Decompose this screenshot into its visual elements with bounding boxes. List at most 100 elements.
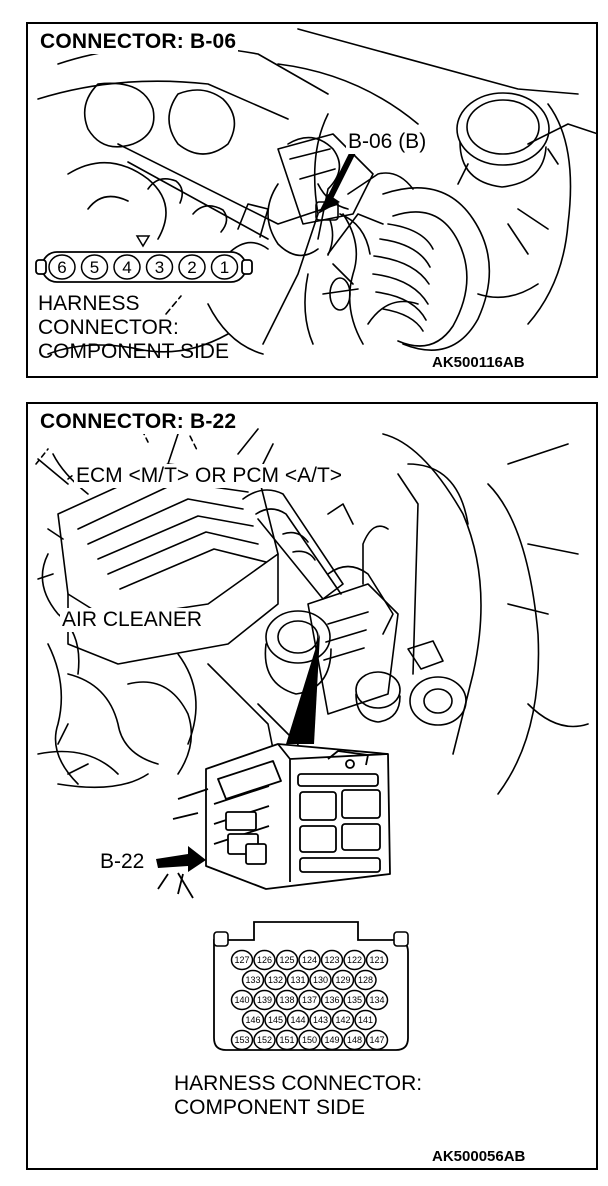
b06-pin: 3 xyxy=(145,254,174,280)
b22-pin: 151 xyxy=(275,1029,299,1051)
b22-pin: 121 xyxy=(365,949,389,971)
pin-number: 1 xyxy=(220,258,229,277)
pin-number: 2 xyxy=(187,258,196,277)
b22-pin: 140 xyxy=(230,989,254,1011)
b22-pin: 128 xyxy=(354,969,377,991)
b22-pin: 134 xyxy=(365,989,389,1011)
b22-pin: 133 xyxy=(241,969,265,991)
pin-number: 151 xyxy=(279,1035,294,1045)
b06-pin: 1 xyxy=(210,254,239,280)
b22-pin: 153 xyxy=(230,1029,254,1051)
panel-title: CONNECTOR: B-06 xyxy=(38,30,239,54)
b06-pin: 6 xyxy=(48,254,76,280)
b22-pin: 123 xyxy=(320,949,344,971)
b22-pin: 137 xyxy=(298,989,321,1011)
b22-pin: 141 xyxy=(354,1009,377,1031)
pin-number: 144 xyxy=(290,1015,305,1025)
b22-pin: 146 xyxy=(241,1009,265,1031)
ecm-unit-drawing xyxy=(156,743,391,899)
b22-pin: 148 xyxy=(343,1029,366,1051)
b22-pin: 127 xyxy=(230,949,254,971)
panel-title: CONNECTOR: B-22 xyxy=(38,410,239,434)
figure-code: AK500116AB xyxy=(432,354,525,371)
ecm-pcm-label: ECM <M/T> OR PCM <A/T> xyxy=(74,464,345,488)
pin-number: 5 xyxy=(90,258,99,277)
pin-number: 122 xyxy=(347,955,362,965)
b06-pin: 2 xyxy=(178,254,206,280)
b22-pin: 132 xyxy=(264,969,287,991)
b22-pin: 129 xyxy=(331,969,355,991)
harness-note-line-2: CONNECTOR: xyxy=(38,316,179,339)
pin-number: 135 xyxy=(347,995,362,1005)
pin-number: 139 xyxy=(257,995,272,1005)
pin-number: 132 xyxy=(268,975,283,985)
b22-pin: 150 xyxy=(298,1029,321,1051)
b22-pin: 131 xyxy=(286,969,310,991)
callout-arrow xyxy=(318,150,356,214)
b06-connector-pin-diagram: 6 5 4 3 2 1 xyxy=(35,235,253,283)
connector-callout-label: B-22 xyxy=(100,850,145,873)
b22-pin: 138 xyxy=(275,989,299,1011)
pin-number: 124 xyxy=(302,955,317,965)
harness-note-line-2: COMPONENT SIDE xyxy=(174,1096,365,1119)
b22-pin: 142 xyxy=(331,1009,355,1031)
pin-number: 127 xyxy=(234,955,249,965)
harness-note-line-1: HARNESS xyxy=(38,292,140,315)
pin-number: 129 xyxy=(335,975,350,985)
pin-number: 148 xyxy=(347,1035,362,1045)
pin-number: 150 xyxy=(302,1035,317,1045)
pointer-arrow xyxy=(286,634,320,744)
pin-number: 6 xyxy=(57,258,66,277)
pin-number: 134 xyxy=(369,995,384,1005)
b22-pin: 143 xyxy=(309,1009,332,1031)
pin-number: 126 xyxy=(257,955,272,965)
pin-number: 130 xyxy=(313,975,328,985)
air-cleaner-label: AIR CLEANER xyxy=(60,608,205,632)
b06-pin: 5 xyxy=(80,254,109,280)
pin-number: 3 xyxy=(155,258,164,277)
b22-pin: 136 xyxy=(320,989,344,1011)
connector-callout-label: B-06 (B) xyxy=(346,130,429,154)
pin-number: 123 xyxy=(324,955,339,965)
b22-pin: 147 xyxy=(365,1029,389,1051)
b22-pin: 126 xyxy=(253,949,276,971)
pin-number: 152 xyxy=(257,1035,272,1045)
figure-code: AK500056AB xyxy=(432,1148,526,1165)
harness-note: HARNESS CONNECTOR: COMPONENT SIDE xyxy=(36,292,231,364)
b22-connector-pin-diagram: 127 126 125 124 123 122 121 133 132 131 130 129 128 1… xyxy=(213,921,409,1051)
b22-pin: 130 xyxy=(309,969,332,991)
pin-number: 128 xyxy=(358,975,373,985)
pin-number: 149 xyxy=(324,1035,339,1045)
pin-number: 131 xyxy=(290,975,305,985)
harness-note-line-3: COMPONENT SIDE xyxy=(38,340,229,363)
b22-pin: 122 xyxy=(343,949,366,971)
b22-pin: 125 xyxy=(275,949,299,971)
b22-pin: 139 xyxy=(253,989,276,1011)
harness-note-line-1: HARNESS CONNECTOR: xyxy=(174,1072,423,1095)
b22-pin: 149 xyxy=(320,1029,344,1051)
pin-number: 143 xyxy=(313,1015,328,1025)
b22-pin: 124 xyxy=(298,949,321,971)
b22-pin: 144 xyxy=(286,1009,310,1031)
pin-number: 141 xyxy=(358,1015,373,1025)
pin-number: 121 xyxy=(369,955,384,965)
pin-number: 142 xyxy=(335,1015,350,1025)
pin-number: 140 xyxy=(234,995,249,1005)
pin-number: 138 xyxy=(279,995,294,1005)
b22-pin: 135 xyxy=(343,989,366,1011)
pin-number: 4 xyxy=(122,258,131,277)
connector-b06-panel: CONNECTOR: B-06 B-06 (B) 6 5 4 3 2 1 HARNESS … xyxy=(26,22,598,378)
connector-b22-panel: 127 126 125 124 123 122 121 133 132 131 130 129 128 1… xyxy=(26,402,598,1170)
pin-number: 145 xyxy=(268,1015,283,1025)
pin-number: 146 xyxy=(245,1015,260,1025)
pin-number: 147 xyxy=(369,1035,384,1045)
harness-note: HARNESS CONNECTOR: COMPONENT SIDE xyxy=(172,1072,424,1120)
pin-number: 153 xyxy=(234,1035,249,1045)
b22-pin: 152 xyxy=(253,1029,276,1051)
pin-number: 136 xyxy=(324,995,339,1005)
b06-pin: 4 xyxy=(113,254,141,280)
pin-number: 137 xyxy=(302,995,317,1005)
pin-number: 133 xyxy=(245,975,260,985)
b22-pin: 145 xyxy=(264,1009,287,1031)
pin-number: 125 xyxy=(279,955,294,965)
